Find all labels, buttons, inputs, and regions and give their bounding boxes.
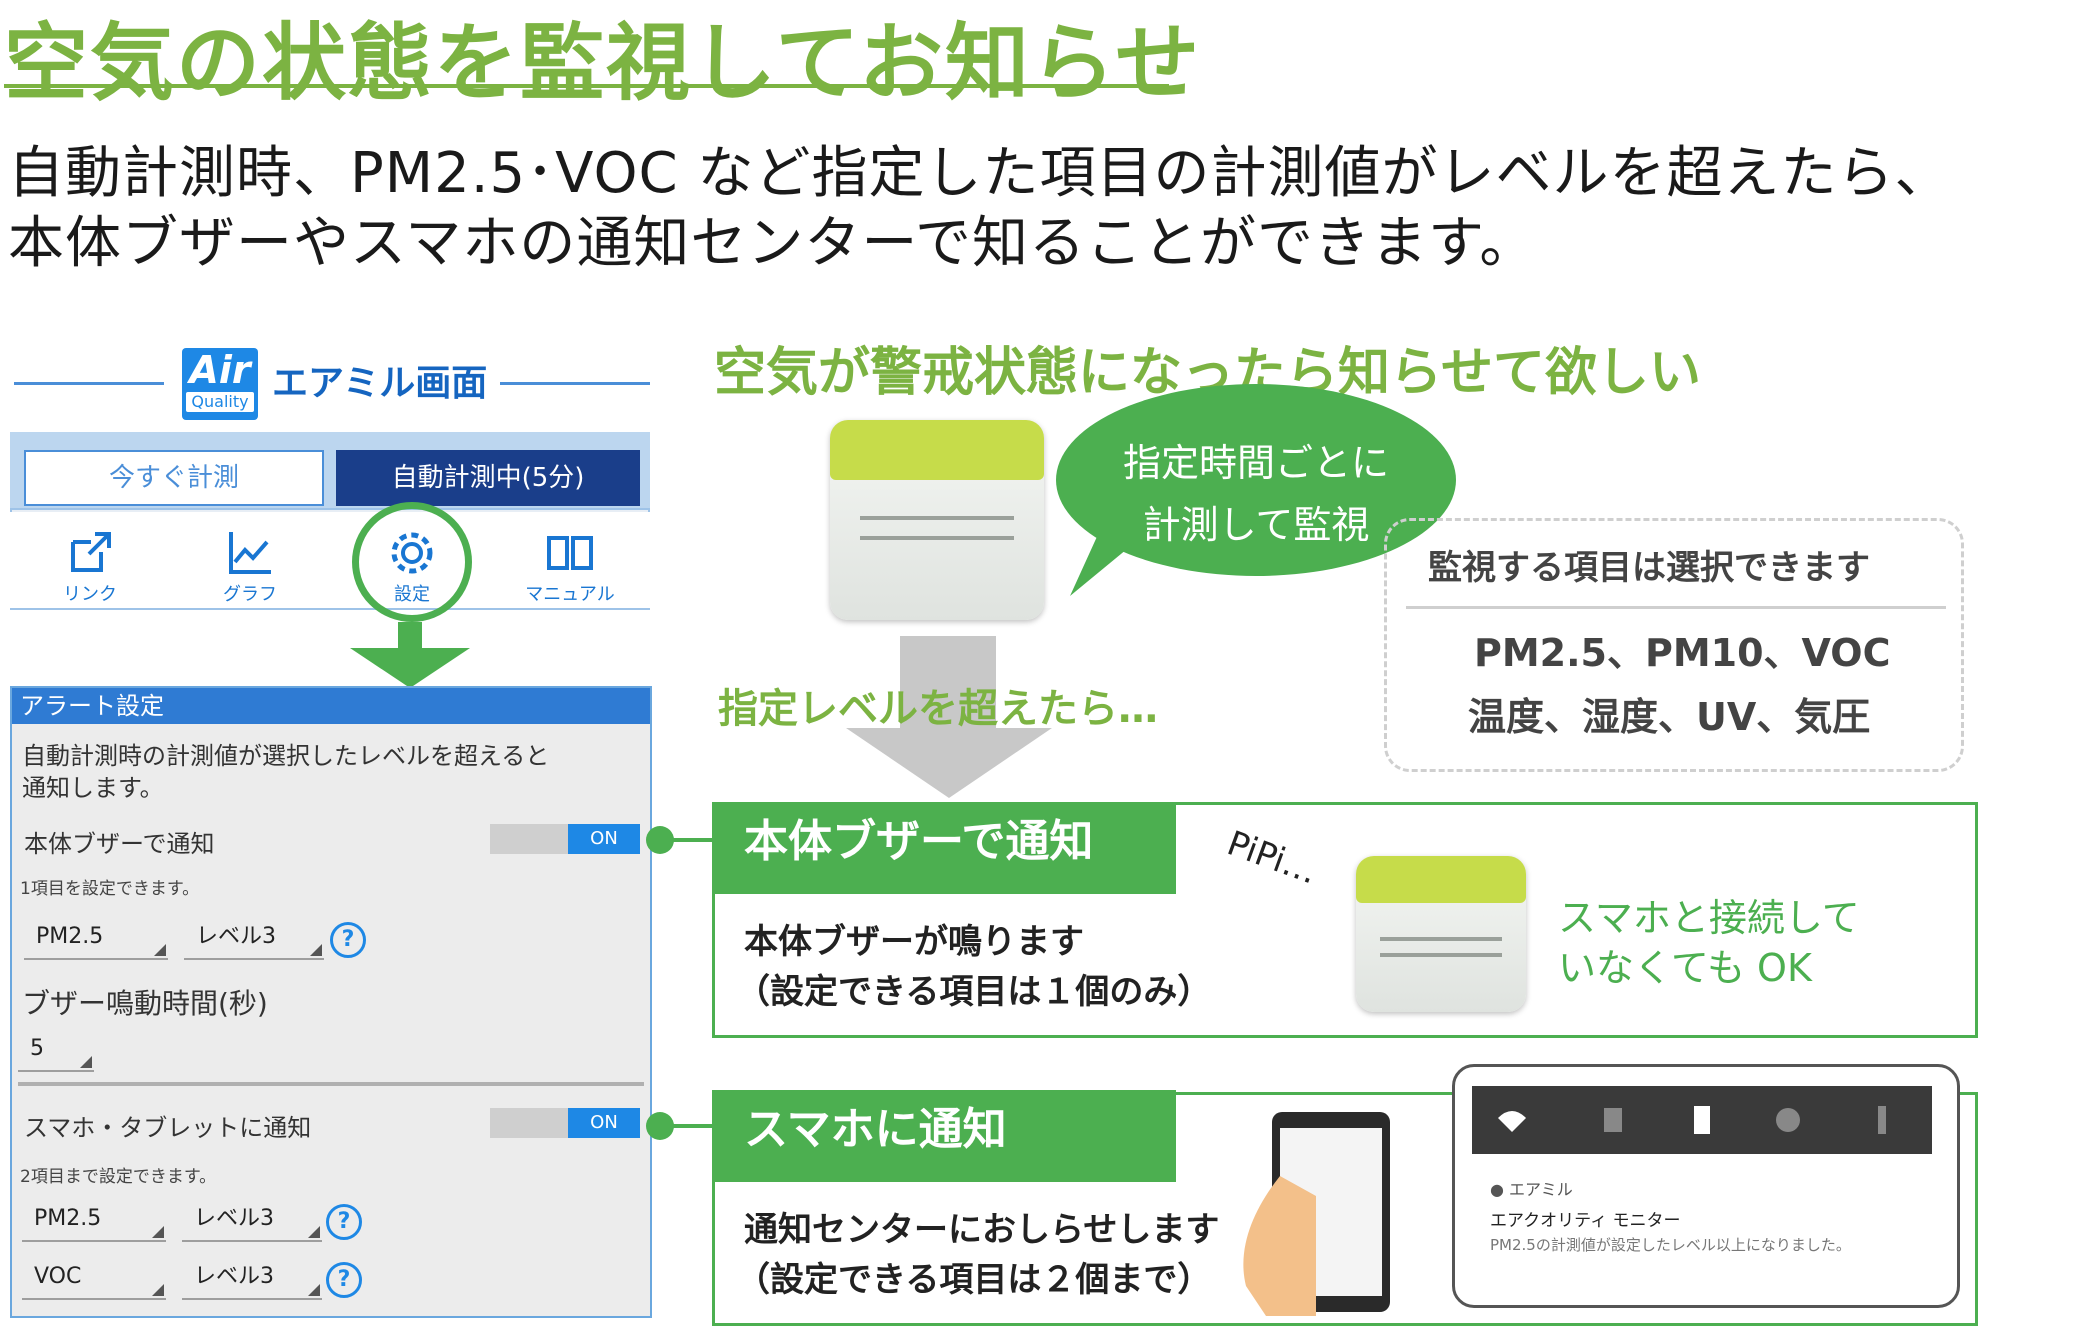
buzzer-item-select[interactable]: PM2.5 — [24, 920, 168, 960]
down-arrow-icon — [350, 622, 470, 688]
gray-down-arrow-icon — [846, 728, 1052, 798]
air-monitor-device-small — [1356, 856, 1526, 1012]
phone-item-select-1[interactable]: PM2.5 — [22, 1202, 166, 1242]
help-icon[interactable]: ? — [326, 1204, 362, 1240]
phone-panel-tab: スマホに通知 — [712, 1090, 1176, 1182]
no-connection-note-1: スマホと接続して — [1558, 896, 1860, 940]
selectable-items-2: 温度、湿度、UV、気圧 — [1468, 695, 1871, 739]
phone-text-1: 通知センターにおしらせします — [744, 1210, 1220, 1250]
buzzer-text-2: （設定できる項目は１個のみ） — [736, 972, 1212, 1012]
gray-arrow-shaft — [900, 636, 996, 732]
nav-graph-label: グラフ — [223, 584, 277, 605]
phone-item-select-2[interactable]: VOC — [22, 1260, 166, 1300]
connector-line — [666, 838, 712, 842]
buzzer-note: 1項目を設定できます。 — [20, 879, 200, 899]
phone-text-2: （設定できる項目は２個まで） — [736, 1260, 1212, 1300]
connector-line — [666, 1124, 712, 1128]
notification-app: ● エアミル — [1490, 1180, 1573, 1199]
external-link-icon — [71, 532, 111, 572]
bubble-tail — [1070, 530, 1150, 596]
selectable-items-rule — [1406, 606, 1946, 609]
phone-toggle[interactable]: ON — [490, 1108, 640, 1138]
auto-measure-button[interactable]: 自動計測中(5分) — [336, 450, 640, 506]
book-icon — [547, 536, 593, 570]
buzzer-text-1: 本体ブザーが鳴ります — [744, 922, 1084, 962]
phone-level-select-2[interactable]: レベル3 — [182, 1260, 322, 1300]
buzzer-panel — [712, 802, 1978, 1038]
buzzer-level-select[interactable]: レベル3 — [184, 920, 324, 960]
status-icons — [1498, 1106, 1886, 1134]
exceed-label: 指定レベルを超えたら… — [718, 686, 1158, 732]
notification-body: PM2.5の計測値が設定したレベル以上になりました。 — [1490, 1236, 1851, 1254]
settings-divider — [18, 1082, 644, 1086]
nav-graph[interactable]: グラフ — [190, 522, 310, 606]
buzzer-toggle[interactable]: ON — [490, 824, 640, 854]
help-icon[interactable]: ? — [326, 1262, 362, 1298]
selectable-items-1: PM2.5、PM10、VOC — [1474, 631, 1891, 675]
nav-manual[interactable]: マニュアル — [510, 522, 630, 606]
nav-manual-label: マニュアル — [525, 584, 615, 605]
lead-line-1: 自動計測時、PM2.5･VOC など指定した項目の計測値がレベルを超えたら、 — [8, 141, 1952, 206]
app-name: エアミル画面 — [272, 363, 488, 404]
phone-notify-label: スマホ・タブレットに通知 — [24, 1114, 312, 1142]
buzzer-time-select[interactable]: 5 — [18, 1032, 94, 1072]
buzzer-notify-label: 本体ブザーで通知 — [24, 830, 215, 858]
settings-desc-1: 自動計測時の計測値が選択したレベルを超えると — [22, 742, 550, 770]
phone-level-select-1[interactable]: レベル3 — [182, 1202, 322, 1242]
alert-settings-header: アラート設定 — [12, 688, 650, 724]
nav-bar — [10, 512, 650, 608]
nav-link-label: リンク — [63, 584, 117, 605]
phone-note: 2項目まで設定できます。 — [20, 1167, 217, 1187]
air-quality-logo: Air Quality — [182, 348, 258, 420]
chart-icon — [229, 532, 271, 574]
lead-line-2: 本体ブザーやスマホの通知センターで知ることができます。 — [8, 211, 1537, 276]
buzzer-time-label: ブザー鳴動時間(秒) — [22, 987, 268, 1020]
title-underline — [4, 84, 1169, 88]
selectable-items-box — [1384, 518, 1964, 772]
header-rule-right — [500, 382, 650, 385]
nav-link[interactable]: リンク — [30, 522, 150, 606]
notification-title: エアクオリティ モニター — [1490, 1211, 1681, 1231]
air-monitor-device — [830, 420, 1044, 620]
settings-highlight-ring — [352, 502, 472, 622]
page-title: 空気の状態を監視してお知らせ — [4, 14, 1202, 112]
help-icon[interactable]: ? — [330, 922, 366, 958]
selectable-items-title: 監視する項目は選択できます — [1428, 548, 1870, 588]
no-connection-note-2: いなくても OK — [1558, 946, 1812, 990]
hand-icon — [1243, 1176, 1316, 1316]
header-rule-left — [14, 382, 164, 385]
buzzer-panel-tab: 本体ブザーで通知 — [712, 802, 1176, 894]
settings-desc-2: 通知します。 — [22, 774, 164, 802]
measure-now-button[interactable]: 今すぐ計測 — [24, 450, 324, 506]
